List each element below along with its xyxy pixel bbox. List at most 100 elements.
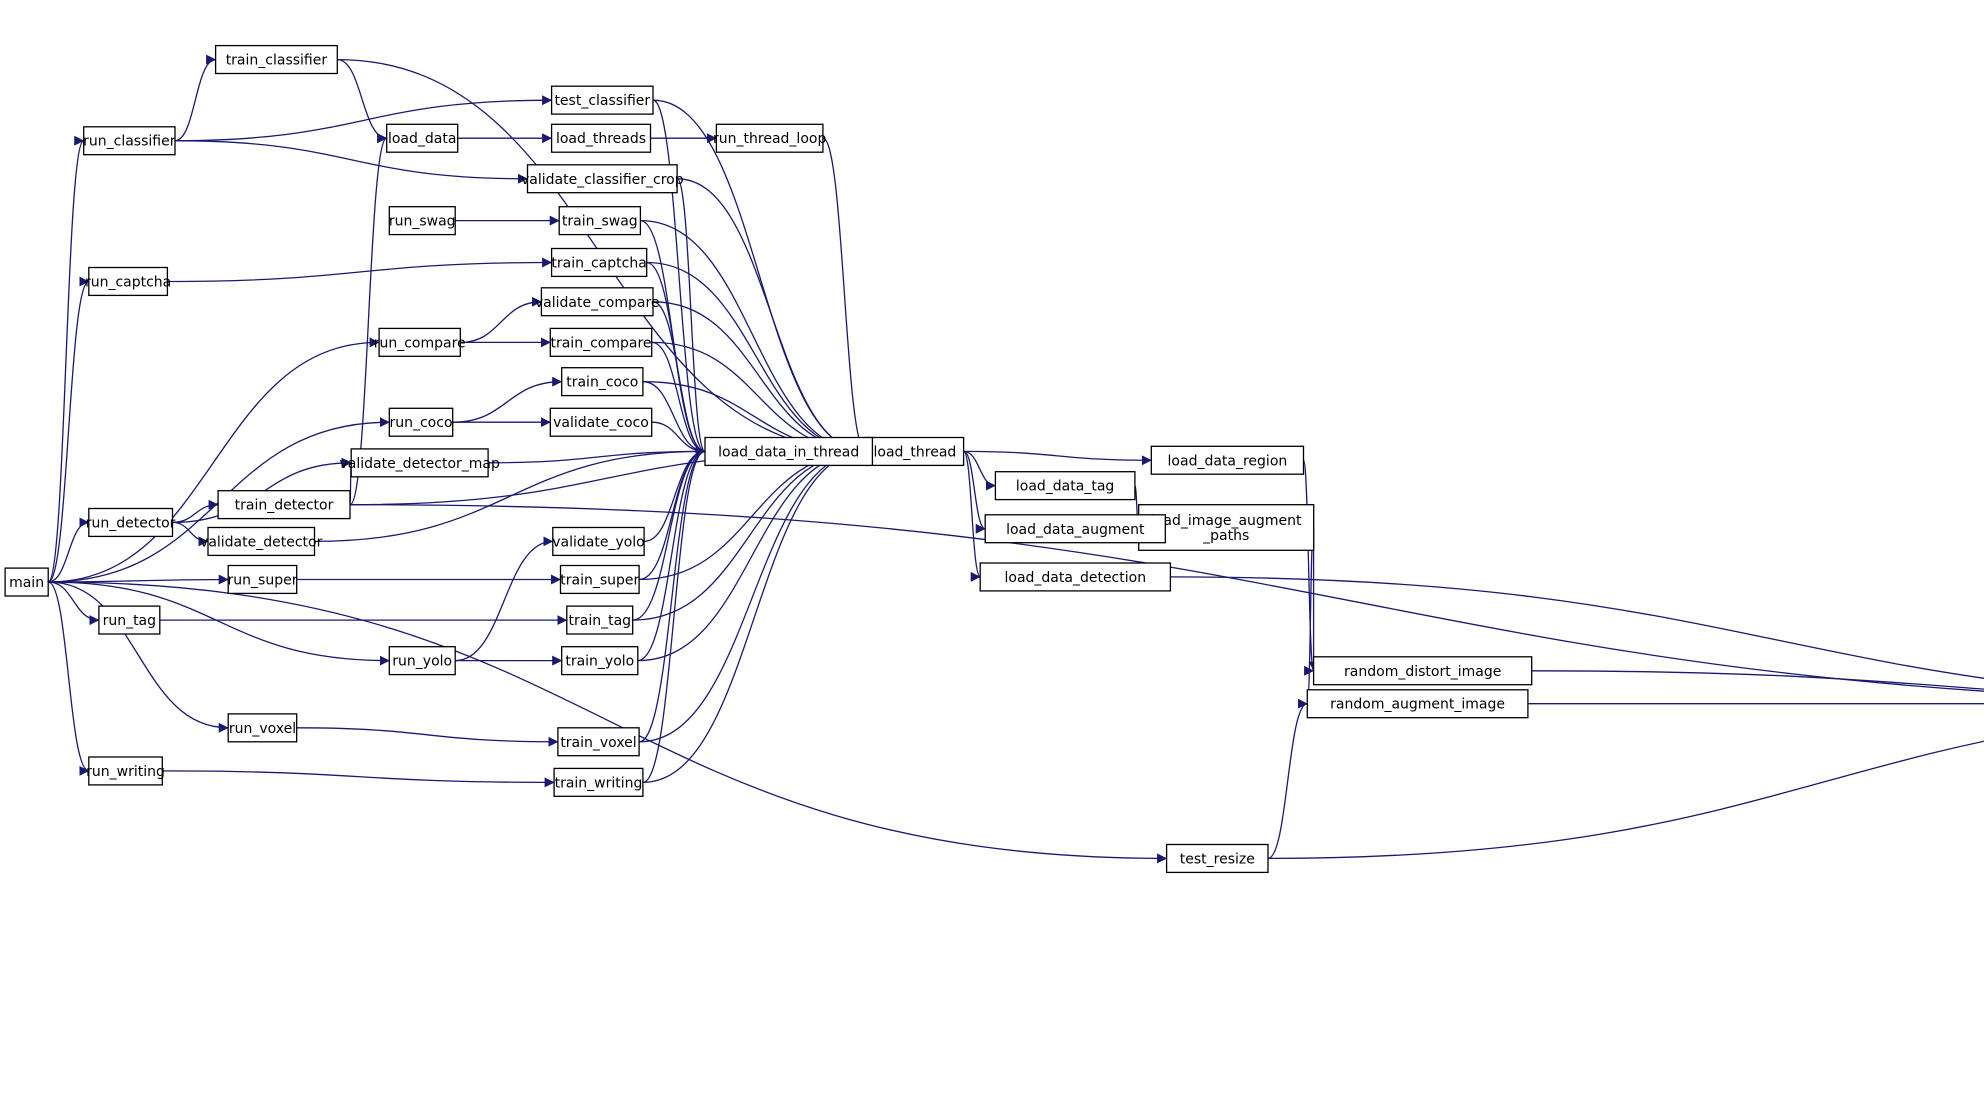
node-label: train_tag [569, 613, 632, 629]
node-random_augment_image[interactable]: random_augment_image [1306, 689, 1529, 719]
node-train_detector[interactable]: train_detector [217, 490, 351, 520]
edge-main-to-run_writing [47, 581, 90, 776]
edge-main-to-run_captcha [47, 276, 90, 583]
edge-run_detector-to-validate_detector [172, 521, 209, 547]
node-box [388, 407, 454, 437]
node-box [994, 471, 1136, 501]
edge-load_data_detection-to-rand_scale [1170, 576, 1984, 679]
node-validate_detector_map[interactable]: validate_detector_map [339, 448, 500, 478]
node-box [350, 448, 489, 478]
node-label: train_captcha [551, 256, 646, 272]
node-box [704, 436, 874, 467]
node-label: validate_compare [535, 295, 660, 311]
node-box [207, 526, 316, 557]
node-box [550, 85, 654, 115]
node-run_captcha[interactable]: run_captcha [85, 266, 171, 297]
node-box [88, 756, 163, 786]
node-label: load_thread [873, 444, 956, 460]
node-box [1165, 843, 1269, 874]
edge-run_classifier-to-train_classifier [174, 54, 217, 142]
node-random_distort_image[interactable]: random_distort_image [1312, 656, 1533, 686]
node-train_tag[interactable]: train_tag [566, 605, 634, 635]
node-box [378, 327, 461, 357]
node-validate_detector[interactable]: validate_detector [200, 526, 323, 557]
node-box [217, 490, 351, 520]
edge-validate_detector_map-to-load_data_in_thread [488, 446, 706, 464]
node-label: test_classifier [554, 93, 650, 109]
node-load_data_region[interactable]: load_data_region [1150, 445, 1305, 475]
edge-load_thread-to-load_data_detection [963, 450, 981, 582]
edge-load_thread-to-load_data_region [963, 450, 1152, 466]
edge-test_classifier-to-load_thread [652, 99, 867, 457]
node-train_voxel[interactable]: train_voxel [557, 727, 640, 757]
node-run_tag[interactable]: run_tag [98, 605, 161, 635]
node-run_coco[interactable]: run_coco [388, 407, 454, 437]
node-load_data[interactable]: load_data [386, 123, 459, 153]
edge-run_compare-to-validate_compare [460, 296, 542, 344]
node-box [715, 123, 824, 153]
node-run_thread_loop[interactable]: run_thread_loop [713, 123, 826, 153]
node-load_thread[interactable]: load_thread [865, 436, 965, 467]
node-box [214, 44, 338, 75]
node-main[interactable]: main [4, 567, 49, 597]
edge-validate_compare-to-load_thread [652, 301, 867, 457]
edge-run_thread_loop-to-load_thread [822, 137, 867, 457]
node-run_super[interactable]: run_super [228, 564, 298, 595]
node-train_writing[interactable]: train_writing [553, 767, 644, 797]
node-load_threads[interactable]: load_threads [550, 123, 652, 153]
node-load_data_in_thread[interactable]: load_data_in_thread [704, 436, 874, 467]
node-load_image_augment_paths[interactable]: load_image_augment_paths [1138, 504, 1315, 551]
node-label: train_super [560, 573, 639, 589]
node-box [83, 126, 176, 156]
node-test_resize[interactable]: test_resize [1165, 843, 1269, 874]
node-box [561, 646, 639, 676]
node-validate_coco[interactable]: validate_coco [549, 407, 653, 437]
node-train_swag[interactable]: train_swag [558, 206, 642, 236]
node-box [388, 646, 456, 676]
node-validate_yolo[interactable]: validate_yolo [552, 526, 645, 557]
edge-run_yolo-to-validate_yolo [455, 536, 554, 662]
node-run_writing[interactable]: run_writing [86, 756, 165, 786]
node-label: load_data_augment [1006, 522, 1145, 538]
node-box [558, 206, 642, 236]
node-validate_compare[interactable]: validate_compare [535, 287, 660, 317]
node-run_classifier[interactable]: run_classifier [83, 126, 176, 156]
node-box [526, 164, 678, 194]
node-train_yolo[interactable]: train_yolo [561, 646, 639, 676]
node-load_data_tag[interactable]: load_data_tag [994, 471, 1136, 501]
node-train_compare[interactable]: train_compare [549, 327, 653, 357]
edge-run_captcha-to-train_captcha [167, 257, 553, 283]
node-load_data_detection[interactable]: load_data_detection [979, 562, 1172, 592]
node-label: random_distort_image [1344, 664, 1501, 680]
node-train_super[interactable]: train_super [559, 564, 640, 595]
node-label: load_data [388, 131, 456, 147]
node-label: train_swag [562, 214, 638, 230]
node-test_classifier[interactable]: test_classifier [550, 85, 654, 115]
edge-main-to-run_detector [48, 517, 90, 583]
node-box [557, 727, 640, 757]
edge-main-to-run_compare [48, 337, 380, 583]
edge-main-to-test_resize [48, 581, 1168, 864]
node-label: load_data_in_thread [718, 444, 859, 460]
node-label: validate_classifier_crop [521, 172, 684, 188]
node-label: load_threads [556, 131, 646, 147]
edge-validate_classifier_crop-to-load_data_in_thread [676, 178, 706, 457]
node-box [1312, 656, 1533, 686]
node-label: run_thread_loop [713, 131, 826, 147]
node-box [386, 123, 459, 153]
node-train_classifier[interactable]: train_classifier [214, 44, 338, 75]
edge-train_voxel-to-load_data_in_thread [638, 446, 706, 743]
node-run_compare[interactable]: run_compare [374, 327, 466, 357]
edge-main-to-run_tag [48, 581, 100, 626]
node-run_yolo[interactable]: run_yolo [388, 646, 456, 676]
node-run_detector[interactable]: run_detector [86, 507, 176, 538]
node-train_captcha[interactable]: train_captcha [550, 247, 648, 278]
node-run_swag[interactable]: run_swag [388, 206, 456, 236]
node-validate_classifier_crop[interactable]: validate_classifier_crop [521, 164, 684, 194]
node-label: validate_detector [200, 534, 323, 550]
node-train_coco[interactable]: train_coco [561, 367, 644, 397]
node-load_data_augment[interactable]: load_data_augment [984, 514, 1166, 544]
node-run_voxel[interactable]: run_voxel [227, 713, 298, 743]
node-box [561, 367, 644, 397]
